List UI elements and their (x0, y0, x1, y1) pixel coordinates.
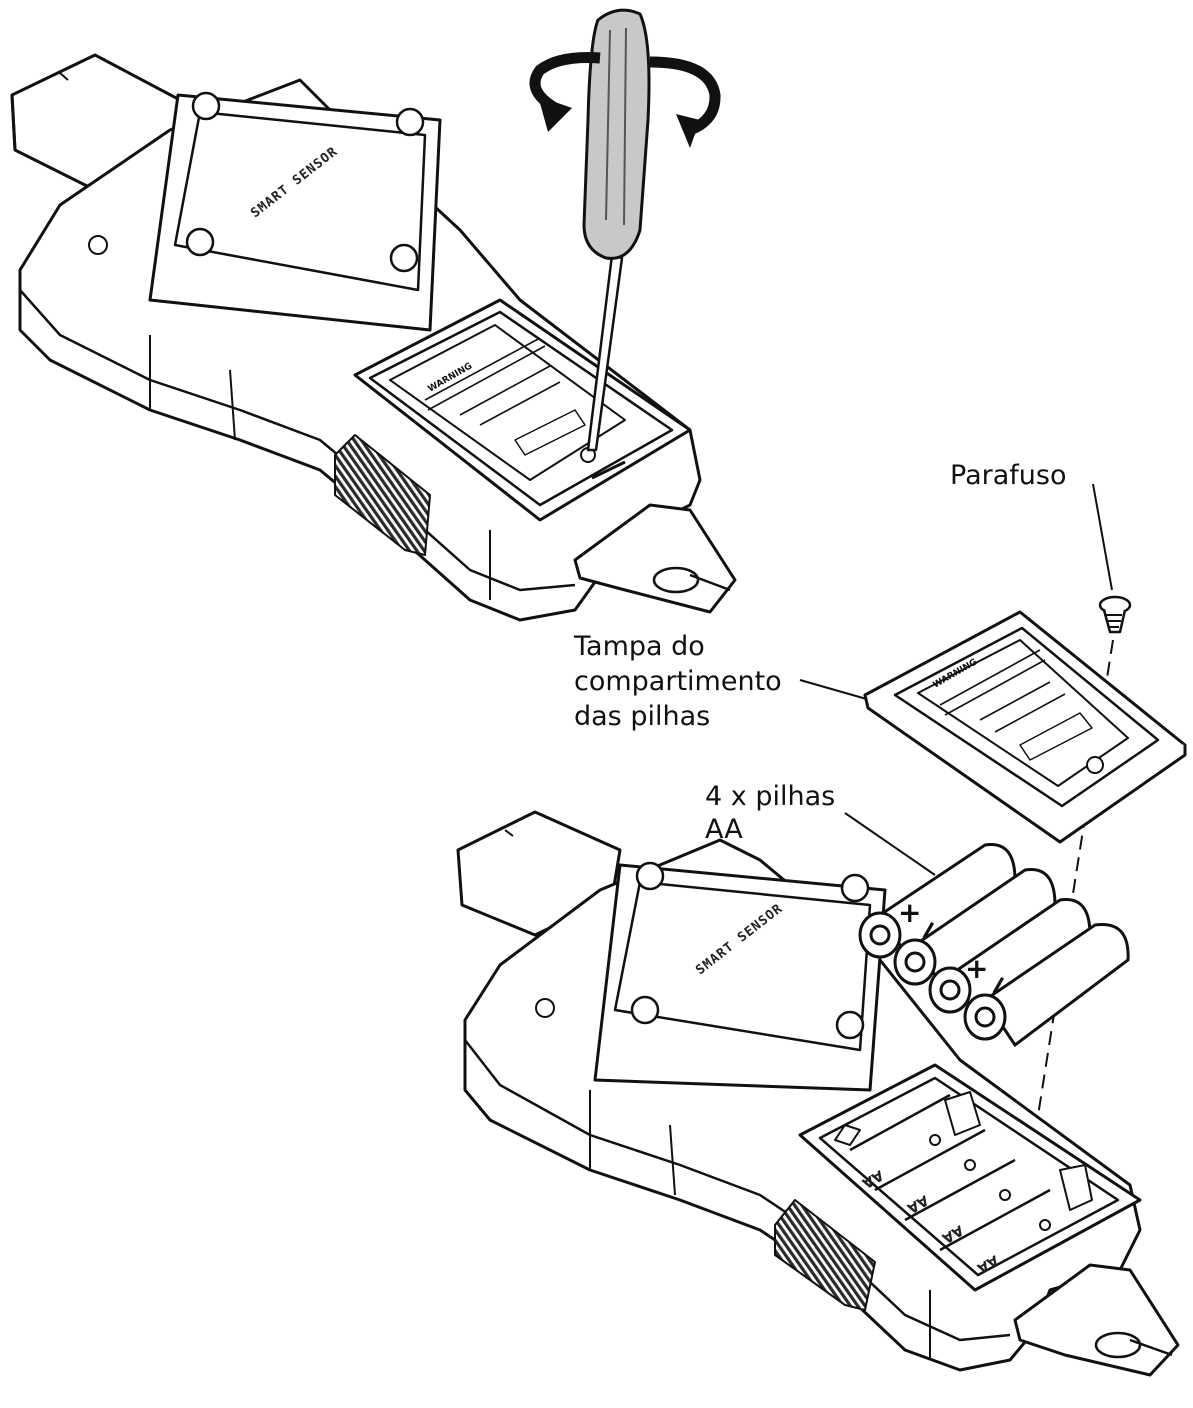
screw-part (1098, 595, 1132, 634)
top-battery-door: WARNING (353, 298, 692, 522)
battery-3-polarity: + (965, 952, 988, 985)
screw-leader-line (1092, 483, 1113, 591)
screw-label: Parafuso (950, 460, 1066, 491)
cover-leader-line (799, 679, 871, 701)
battery-compartment: AA AA AA AA (798, 1063, 1142, 1292)
batteries-leader-line (844, 812, 936, 876)
removed-battery-cover: WARNING (863, 610, 1187, 844)
cover-label-line3: das pilhas (574, 701, 710, 732)
bottom-device: SMART SENSOR AA AA AA AA (456, 810, 1180, 1377)
bottom-sensor-plate (535, 861, 887, 1092)
top-grip (334, 434, 431, 556)
bottom-grip (774, 1199, 876, 1311)
top-clamp-hook (573, 503, 737, 614)
cover-label-line1: Tampa do (573, 631, 705, 662)
top-sensor-plate (88, 91, 442, 332)
bottom-clamp-hook (1013, 1263, 1180, 1377)
aa-batteries: + − + − (858, 842, 1130, 1048)
top-device: SMART SENSOR WARNING (10, 53, 737, 622)
battery-3: + (928, 897, 1092, 1023)
rotation-arrow-icon-2 (649, 56, 721, 136)
cover-label-line2: compartimento (574, 666, 782, 697)
battery-1-polarity: + (898, 896, 921, 929)
batteries-label-line2: AA (705, 814, 743, 845)
screwdriver-handle (582, 8, 651, 260)
batteries-label-line1: 4 x pilhas (705, 781, 835, 812)
screwdriver (529, 8, 721, 452)
